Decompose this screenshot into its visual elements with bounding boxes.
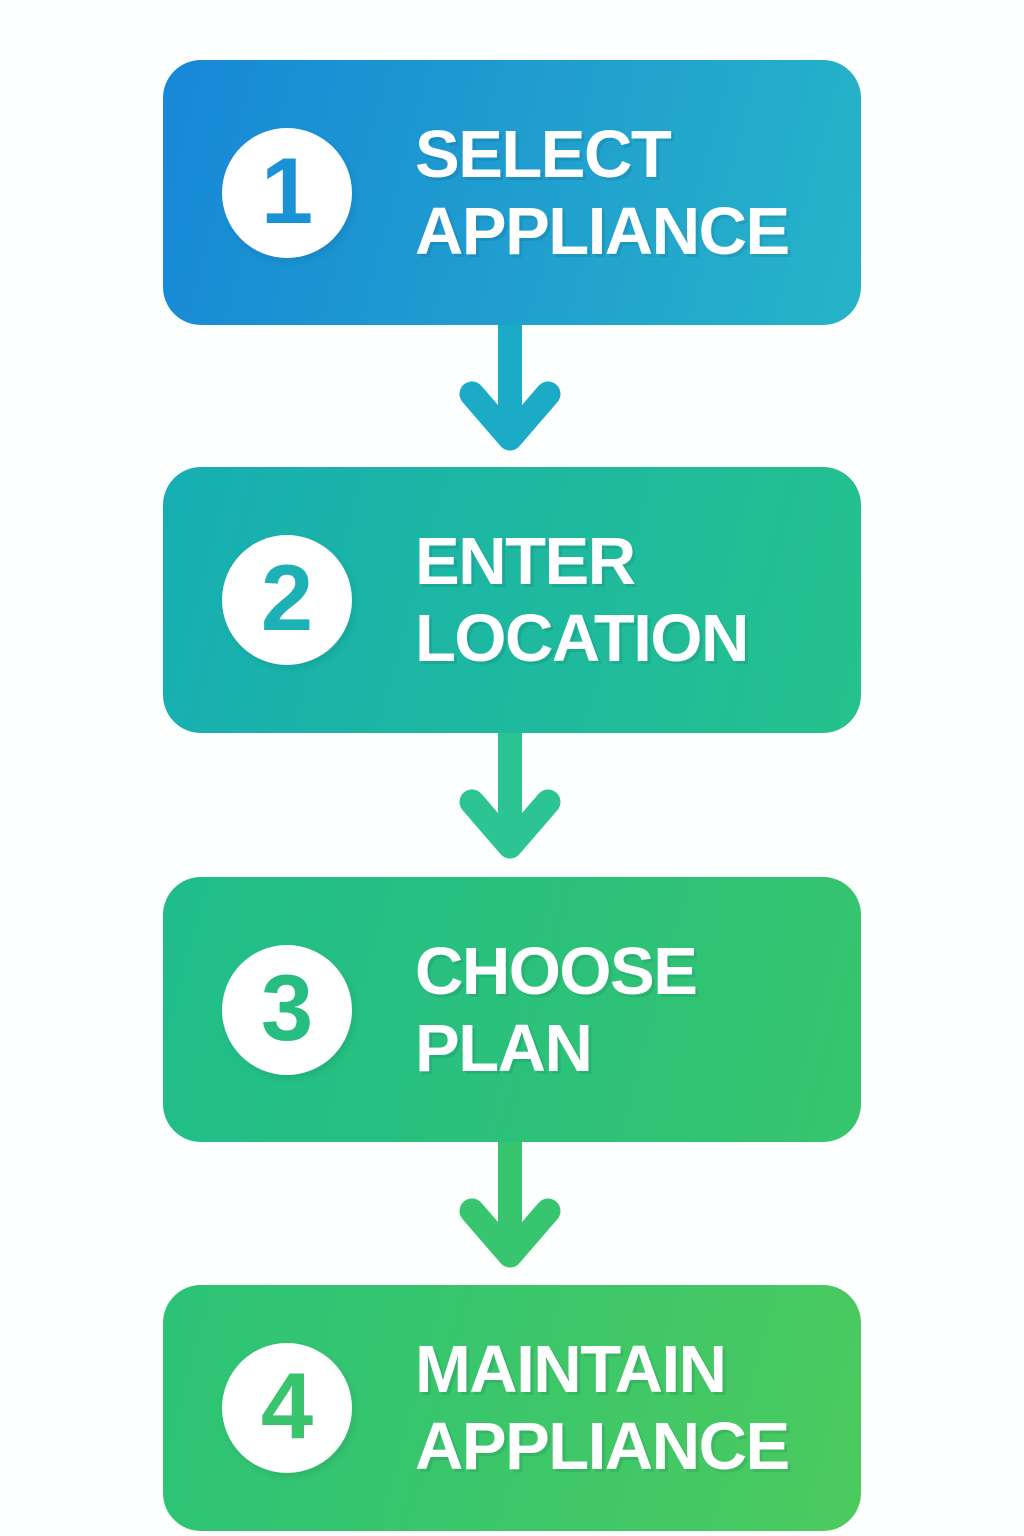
step-1-number: 1 (260, 137, 314, 243)
down-arrow-icon (459, 1142, 561, 1268)
step-1-title: SELECT APPLIANCE (415, 116, 790, 270)
down-arrow-icon (459, 733, 561, 859)
step-3-title: CHOOSE PLAN (415, 933, 698, 1087)
step-2-number-badge: 2 (222, 535, 352, 665)
step-3-title-line2: PLAN (415, 1010, 593, 1086)
step-2-title-line2: LOCATION (415, 601, 749, 676)
step-4-number-badge: 4 (222, 1343, 352, 1473)
step-2-number: 2 (260, 545, 314, 650)
step-card-1: 1 SELECT APPLIANCE (163, 60, 861, 325)
step-card-3: 3 CHOOSE PLAN (163, 877, 861, 1142)
step-card-4: 4 MAINTAIN APPLIANCE (163, 1285, 861, 1531)
step-4-title-line2: APPLIANCE (415, 1409, 790, 1484)
down-arrow-icon (459, 325, 561, 451)
step-1-number-badge: 1 (222, 127, 352, 258)
step-4-number: 4 (260, 1353, 314, 1458)
step-3-number: 3 (260, 954, 314, 1060)
step-1-title-line1: SELECT (415, 116, 672, 192)
step-2-title-line1: ENTER (415, 524, 636, 599)
step-4-title: MAINTAIN APPLIANCE (415, 1331, 790, 1485)
step-3-number-badge: 3 (222, 944, 352, 1075)
step-4-title-line1: MAINTAIN (415, 1332, 727, 1407)
step-card-2: 2 ENTER LOCATION (163, 467, 861, 733)
step-1-title-line2: APPLIANCE (415, 193, 790, 269)
step-3-title-line1: CHOOSE (415, 933, 698, 1009)
step-2-title: ENTER LOCATION (415, 523, 749, 677)
